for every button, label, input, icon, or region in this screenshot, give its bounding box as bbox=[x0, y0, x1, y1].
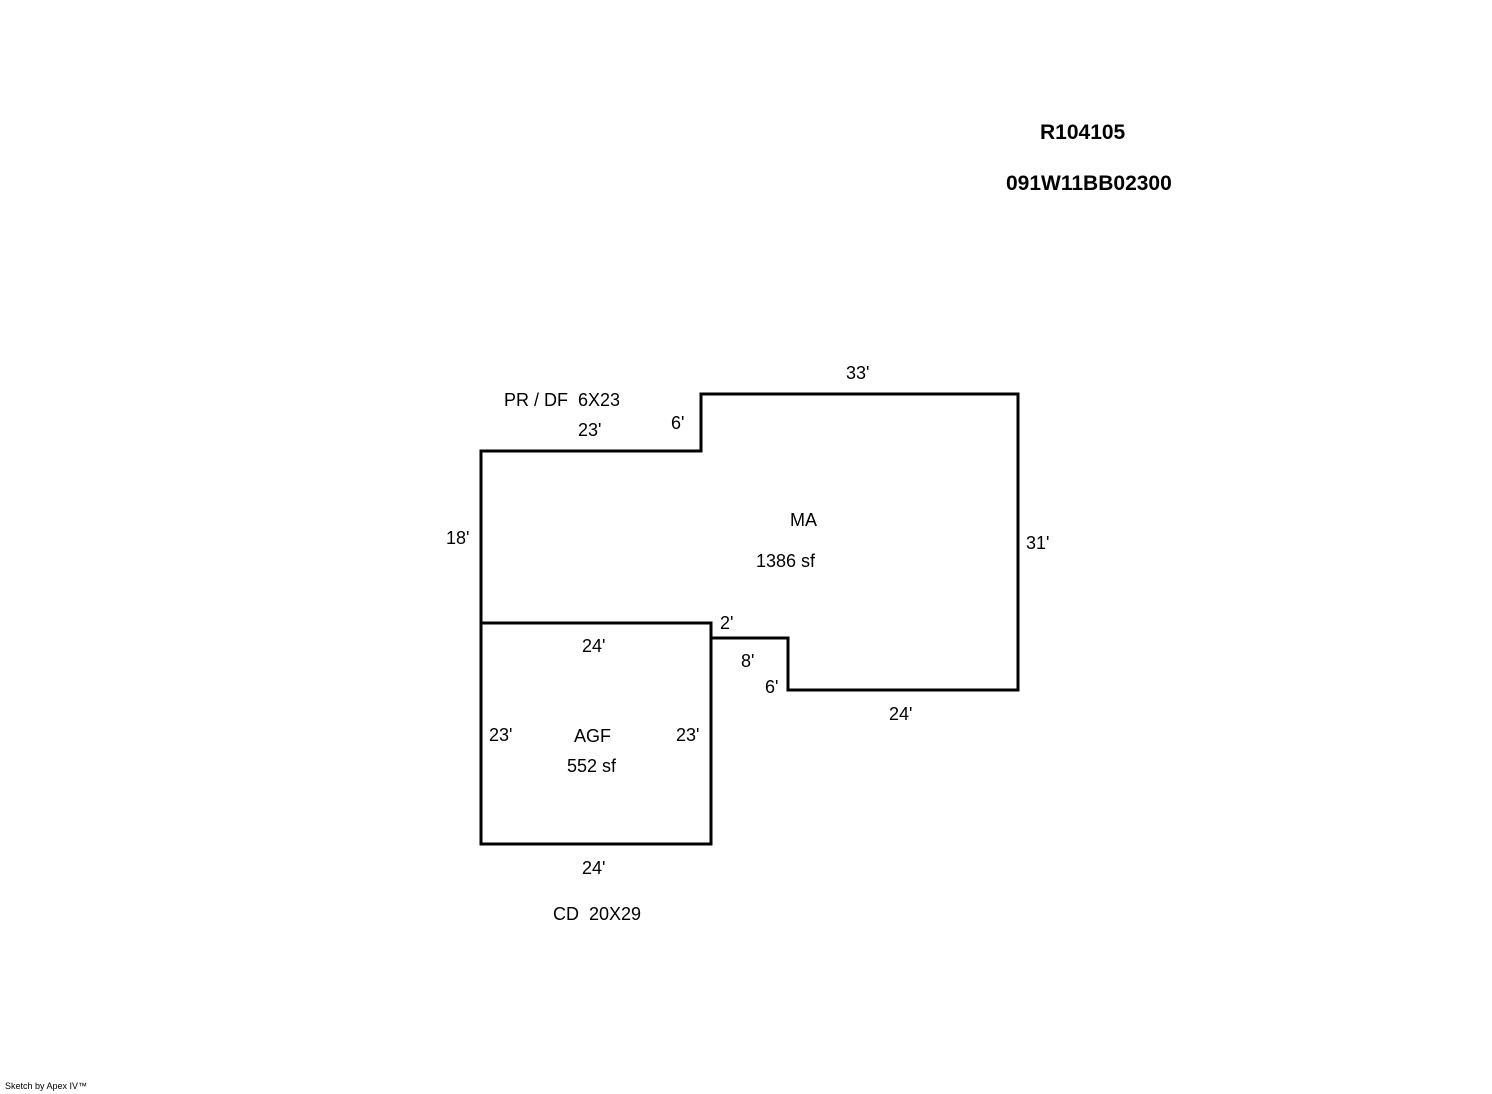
dim-ma-bottom: 24' bbox=[889, 704, 912, 724]
dim-ma-notch-step: 6' bbox=[765, 677, 778, 697]
dim-agf-top: 24' bbox=[582, 636, 605, 656]
record-id: R104105 bbox=[1040, 121, 1126, 144]
dim-ma-top: 33' bbox=[846, 363, 869, 383]
porch-note: PR / DF 6X23 bbox=[504, 390, 620, 410]
dim-ma-notch-top: 2' bbox=[720, 613, 733, 633]
sketch-credit: Sketch by Apex IV™ bbox=[5, 1081, 88, 1091]
dim-ma-step: 6' bbox=[671, 413, 684, 433]
dim-ma-right: 31' bbox=[1026, 533, 1049, 553]
garage-area-size: 552 sf bbox=[567, 756, 617, 776]
dim-agf-left: 23' bbox=[489, 725, 512, 745]
main-area-outline bbox=[479, 392, 1020, 692]
dim-ma-left: 18' bbox=[446, 528, 469, 548]
deck-note: CD 20X29 bbox=[553, 904, 641, 924]
garage-outline bbox=[479, 621, 713, 846]
dim-agf-bottom: 24' bbox=[582, 858, 605, 878]
main-area-size: 1386 sf bbox=[756, 551, 816, 571]
main-area-code: MA bbox=[790, 510, 817, 530]
dim-agf-right: 23' bbox=[676, 725, 699, 745]
dim-ma-upper-left: 23' bbox=[578, 420, 601, 440]
garage-code: AGF bbox=[574, 726, 611, 746]
parcel-number: 091W11BB02300 bbox=[1006, 172, 1172, 195]
dim-ma-notch-side: 8' bbox=[741, 651, 754, 671]
